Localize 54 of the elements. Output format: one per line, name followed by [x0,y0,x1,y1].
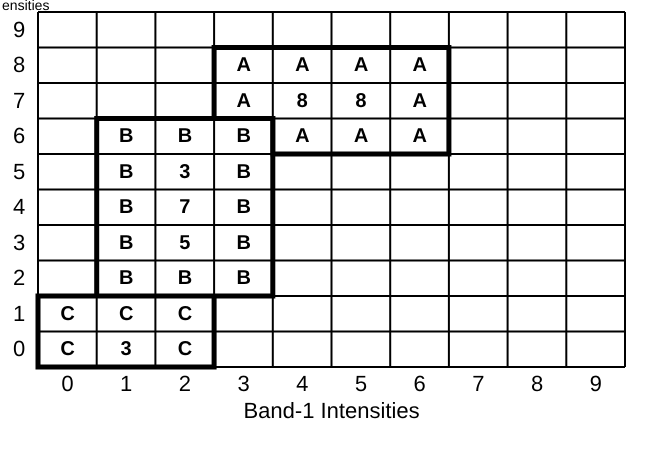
cell-value: C [60,339,75,360]
cell-value: B [178,268,192,288]
cell-value: B [119,126,134,146]
axis-tick-label: 6 [414,373,426,395]
cell-value: B [119,232,134,253]
axis-tick-label: 7 [472,373,484,395]
cell-value: C [60,304,75,324]
axis-tick-label: 4 [296,373,308,395]
axis-tick-label: 3 [13,232,26,254]
cell-value: A [236,55,251,76]
cell-value: A [354,55,368,76]
cell-value: A [412,126,427,146]
axis-tick-label: 9 [13,18,26,41]
axis-tick-label: 3 [237,373,250,395]
cell-value: B [236,232,251,253]
axis-tick-label: 4 [13,196,26,218]
cell-value: B [236,197,251,218]
cell-value: A [236,90,251,111]
cell-value: 8 [355,90,366,111]
cell-value: B [119,197,134,218]
cell-value: B [178,126,192,146]
cell-value: C [178,339,192,360]
axis-tick-label: 5 [354,373,368,395]
cell-value: B [119,268,134,288]
axis-title: Band-1 Intensities [244,400,420,422]
axis-tick-label: 9 [590,373,602,395]
cell-value: 3 [120,339,132,360]
cell-value: A [295,126,310,146]
cell-value: B [119,162,134,182]
cell-value: A [412,55,427,76]
axis-tick-label: 2 [178,373,191,395]
cell-value: A [412,90,427,111]
axis-tick-label: 8 [530,373,544,395]
axis-title: ensities [2,0,50,12]
axis-tick-label: 8 [13,54,26,76]
cell-value: B [236,268,251,288]
axis-tick-label: 2 [13,267,26,290]
cell-value: C [178,304,192,324]
axis-tick-label: 0 [13,338,26,360]
axis-tick-label: 1 [120,373,132,395]
cell-value: A [295,55,310,76]
cell-value: B [236,126,251,146]
cell-value: B [236,162,251,182]
cell-value: C [119,304,134,324]
axis-tick-label: 1 [13,302,26,325]
axis-tick-label: 7 [13,90,26,112]
cell-value: 5 [179,232,190,253]
cell-value: 7 [179,197,190,218]
cell-value: 3 [179,162,190,182]
axis-tick-label: 0 [61,373,74,395]
axis-tick-label: 5 [13,160,26,183]
cell-value: A [354,126,368,146]
cell-value: 8 [296,90,308,111]
axis-tick-label: 6 [13,125,26,148]
